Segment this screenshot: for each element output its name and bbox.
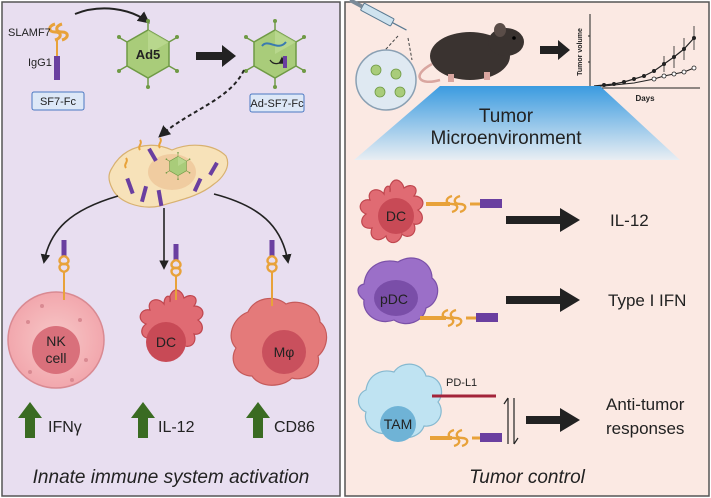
curved-arrow-icon xyxy=(74,7,150,24)
arrow-right-icon xyxy=(540,40,570,60)
chart-y-label: Tumor volume xyxy=(577,28,584,76)
dc-label-right: DC xyxy=(386,208,406,224)
arrow-right-icon xyxy=(526,408,580,432)
dc-label-left: DC xyxy=(156,334,176,350)
mphi-label: Mφ xyxy=(274,344,295,360)
out-cd86: CD86 xyxy=(274,419,315,436)
dc-cell-right xyxy=(359,179,424,244)
macrophage-cell xyxy=(230,297,328,386)
dc-cell-left xyxy=(139,289,204,362)
pdl1-label: PD-L1 xyxy=(446,377,477,389)
out-antitumor-2: responses xyxy=(606,419,684,438)
sf7-fc-construct xyxy=(48,22,69,80)
out-type1-ifn: Type I IFN xyxy=(608,291,686,310)
arrow-to-mphi xyxy=(213,193,292,264)
sf7-fc-label: SF7-Fc xyxy=(40,96,77,108)
tme-label-1: Tumor xyxy=(479,106,534,127)
tumor-growth-chart xyxy=(588,14,700,89)
arrow-right-icon xyxy=(506,208,580,232)
left-footer: Innate immune system activation xyxy=(33,467,310,488)
tme-shape xyxy=(354,86,680,160)
syringe-icon xyxy=(349,0,407,31)
igg1-label: IgG1 xyxy=(28,57,52,69)
dna-icon xyxy=(261,41,287,47)
right-footer: Tumor control xyxy=(469,467,586,488)
tme-label-2: Microenvironment xyxy=(431,128,583,149)
arrow-right-icon xyxy=(196,45,236,67)
infected-cell xyxy=(108,137,229,208)
out-il12-left: IL-12 xyxy=(158,419,195,436)
arrow-right-icon xyxy=(506,288,580,312)
pdc-cell xyxy=(357,257,439,325)
petri-dish-icon xyxy=(355,49,417,111)
ad-sf7-fc-label: Ad-SF7-Fc xyxy=(250,98,304,110)
slamf7-label: SLAMF7 xyxy=(8,27,51,39)
nk-label-1: NK xyxy=(46,333,66,349)
chart-x-label: Days xyxy=(635,94,655,103)
nk-label-2: cell xyxy=(45,350,66,366)
tam-label: TAM xyxy=(384,416,413,432)
dashed-arrow-icon xyxy=(158,69,245,138)
out-il12-right: IL-12 xyxy=(610,211,649,230)
pdc-label: pDC xyxy=(380,291,408,307)
out-ifng: IFNγ xyxy=(48,419,82,436)
sf7-fc-box xyxy=(31,91,85,111)
left-panel xyxy=(1,1,341,497)
arrow-to-nk xyxy=(40,195,119,264)
ad-sf7-fc-box xyxy=(249,93,305,113)
nk-cell xyxy=(7,291,105,389)
out-antitumor-1: Anti-tumor xyxy=(606,395,685,414)
mouse-icon xyxy=(418,23,524,83)
ad5-label: Ad5 xyxy=(136,47,161,62)
tam-cell xyxy=(357,363,443,442)
